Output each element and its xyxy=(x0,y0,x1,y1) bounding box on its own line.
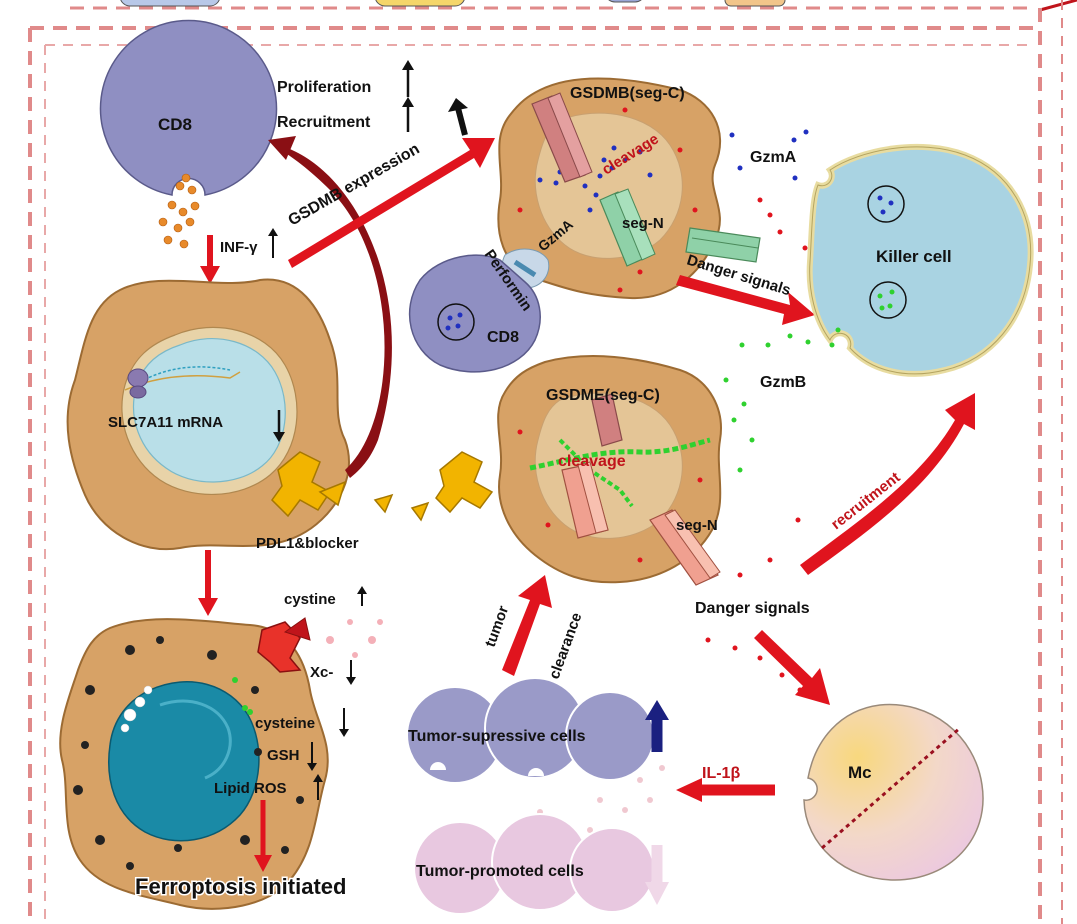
killer-cell-label: Killer cell xyxy=(876,247,952,266)
tumor-promoted-label: Tumor-promoted cells xyxy=(416,863,584,880)
ferroptosis-arrowhead xyxy=(254,855,272,872)
clearance-label: clearance xyxy=(546,610,586,681)
cleavage-mid-label: cleavage xyxy=(558,453,626,470)
membrane-green-pore xyxy=(685,227,761,263)
recruitment-arrow xyxy=(800,393,975,575)
gzmb-label: GzmB xyxy=(760,374,806,391)
tumor-cell-left xyxy=(66,278,350,551)
inf-gamma-label: INF-γ xyxy=(220,239,258,256)
pdl1-to-cd8-arrow xyxy=(275,142,392,478)
cd8-cell-top xyxy=(99,19,278,249)
seg-n-green-pore xyxy=(599,188,656,267)
gsdme-segc-pore xyxy=(591,393,623,447)
lipid-ros-label: Lipid ROS xyxy=(214,780,287,797)
danger-signals-mid-label: Danger signals xyxy=(695,600,810,617)
tumor-clearance-arrow xyxy=(502,575,552,676)
gzma-blue-dots xyxy=(729,129,809,181)
pdl1-blocker-label: PDL1&blocker xyxy=(256,535,359,552)
mc-label: Mc xyxy=(848,763,872,782)
seg-n-top-label: seg-N xyxy=(622,215,664,232)
tumor-suppressive-cells xyxy=(406,677,655,784)
gsdmb-expression-arrow xyxy=(288,138,495,268)
up-arrow-icon xyxy=(448,98,468,112)
danger-to-mc-arrow xyxy=(754,630,830,705)
cd8-cell-small xyxy=(408,254,541,373)
xc-label: Xc- xyxy=(310,664,333,681)
salmon-pores xyxy=(561,461,721,586)
up-arrow-icon xyxy=(402,60,414,70)
xc-transporter xyxy=(257,617,311,673)
pdl1-receptor xyxy=(271,451,430,522)
il1b-arrowhead xyxy=(676,778,702,802)
down-arrow-icon xyxy=(273,432,285,442)
mc-cell xyxy=(803,703,984,881)
gsdmb-segc-pore xyxy=(531,92,593,183)
up-arrow-icon xyxy=(357,586,367,594)
gsh-label: GSH xyxy=(267,747,300,764)
cystine-pink-dots xyxy=(326,619,383,658)
receptor-mid xyxy=(435,451,494,514)
ferroptosis-label: Ferroptosis initiated xyxy=(135,874,346,899)
tumor-suppressive-label: Tumor-supressive cells xyxy=(408,728,586,745)
il1b-pink-dots xyxy=(537,765,665,833)
granule-dots xyxy=(158,173,200,249)
cd8-small-label: CD8 xyxy=(487,329,519,346)
down-arrow-icon xyxy=(645,882,669,905)
tumor-promoted-cells xyxy=(413,813,655,915)
gsdme-tumor-cell xyxy=(435,355,722,586)
gsdmb-segc-label: GSDMB(seg-C) xyxy=(570,85,685,102)
cystine-label: cystine xyxy=(284,591,336,608)
up-arrow-icon xyxy=(455,107,468,136)
gzma-outer-label: GzmA xyxy=(750,149,797,166)
danger-red-dots-top xyxy=(757,197,808,251)
cd8-top-label: CD8 xyxy=(158,115,192,134)
il1b-label: IL-1β xyxy=(702,765,740,782)
recruitment-top-label: Recruitment xyxy=(277,114,371,131)
cysteine-label: cysteine xyxy=(255,715,315,732)
up-arrow-icon xyxy=(402,97,414,107)
seg-n-mid-label: seg-N xyxy=(676,517,718,534)
slc7a11-label: SLC7A11 mRNA xyxy=(108,414,223,431)
down-arrow-head xyxy=(198,598,218,616)
pdl1-to-cd8-arrowhead xyxy=(268,136,296,160)
danger-signals-top-arrow xyxy=(676,275,815,325)
proliferation-label: Proliferation xyxy=(277,79,371,96)
gzmb-green-dots xyxy=(705,327,841,473)
gsdme-segc-label: GSDME(seg-C) xyxy=(546,387,660,404)
top-decorations xyxy=(120,0,1077,12)
up-arrow-icon xyxy=(313,774,323,782)
inf-arrow-head xyxy=(200,266,220,284)
down-arrow-icon xyxy=(346,677,356,685)
killer-cell xyxy=(806,143,1034,377)
tumor-label: tumor xyxy=(482,603,513,649)
down-arrow-icon xyxy=(339,729,349,737)
down-arrow-icon xyxy=(307,763,317,771)
up-arrow-icon xyxy=(645,700,669,720)
up-arrow-icon xyxy=(268,228,278,236)
